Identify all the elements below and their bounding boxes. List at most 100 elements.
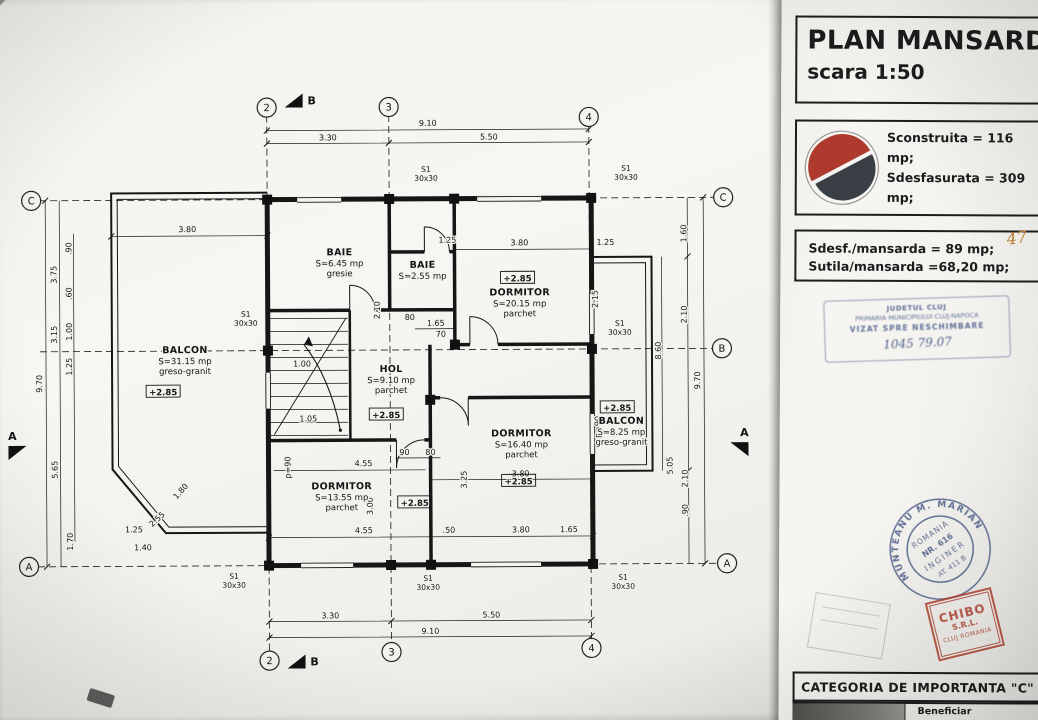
dimension-label: 3.80: [177, 224, 197, 236]
svg-text:B: B: [718, 344, 725, 355]
svg-text:S=6.45 mp: S=6.45 mp: [316, 259, 364, 269]
svg-text:A: A: [8, 430, 17, 443]
dimension-label: 3.80: [511, 524, 531, 536]
grid-axis-bubble: C: [713, 187, 734, 208]
svg-text:5.05: 5.05: [666, 457, 675, 475]
room-label: DORMITOR S=13.55 mp parchet: [310, 480, 373, 515]
svg-text:8.60: 8.60: [654, 342, 663, 360]
svg-text:C: C: [28, 196, 35, 207]
svg-text:9.70: 9.70: [35, 375, 44, 393]
svg-text:.90: .90: [681, 504, 690, 517]
svg-text:+2.85: +2.85: [149, 388, 177, 398]
svg-text:5.50: 5.50: [482, 610, 500, 619]
plan-sheet: 2 3 4 2 3 4 C A C B: [0, 0, 792, 720]
svg-text:30x30: 30x30: [614, 173, 638, 182]
svg-text:3.15: 3.15: [50, 326, 59, 344]
dimension-label: 70: [434, 328, 447, 340]
svg-text:70: 70: [436, 330, 446, 339]
svg-text:5.50: 5.50: [480, 132, 498, 141]
svg-text:+2.85: +2.85: [372, 411, 400, 421]
room-label: DORMITOR S=16.40 mp parchet: [490, 427, 553, 462]
svg-text:1.80: 1.80: [172, 482, 191, 501]
level-marker: +2.85: [368, 407, 404, 422]
grid-axis-bubble: C: [21, 190, 42, 211]
dimension-label: 5.50: [479, 131, 499, 143]
svg-text:greso-granit: greso-granit: [159, 367, 212, 377]
svg-text:+2.85: +2.85: [503, 274, 531, 284]
dimension-label: 3.15: [49, 325, 61, 345]
dimension-label: 5.50: [481, 609, 501, 621]
grid-axis-bubble: 4: [581, 637, 602, 659]
svg-text:S1: S1: [621, 164, 631, 173]
floor-plan-drawing: 2 3 4 2 3 4 C A C B: [8, 93, 749, 671]
dimension-label: 4.55: [354, 525, 374, 537]
svg-text:3.25: 3.25: [460, 471, 469, 489]
svg-text:1.25: 1.25: [596, 238, 614, 247]
section-labels: B B A A: [8, 94, 749, 668]
footer-dark-cell: [792, 703, 905, 720]
svg-text:DORMITOR: DORMITOR: [489, 287, 550, 298]
grid-axis-bubble: 2: [256, 97, 277, 118]
svg-text:1.00: 1.00: [65, 323, 74, 341]
section-label: A: [8, 430, 17, 443]
footer-row: Beneficiar: [792, 701, 1038, 720]
svg-text:90: 90: [399, 448, 409, 457]
svg-text:1.60: 1.60: [679, 225, 688, 243]
logo-dark-half: [815, 154, 887, 212]
stair-wall: [348, 310, 352, 441]
dimension-label: 3.75: [48, 265, 60, 285]
svg-text:3: 3: [385, 102, 391, 113]
svg-text:1.70: 1.70: [66, 533, 75, 551]
svg-text:2: 2: [266, 656, 272, 667]
company-logo-icon: [797, 123, 887, 212]
grid-axis-bubble: 3: [378, 96, 399, 118]
svg-text:S=8.25 mp: S=8.25 mp: [597, 428, 645, 438]
dimension-label: 1.65: [559, 524, 579, 536]
svg-text:2.55: 2.55: [148, 510, 167, 529]
level-marker: +2.85: [397, 495, 433, 510]
svg-text:9.10: 9.10: [419, 119, 437, 128]
dimension-label: 3.30: [318, 132, 338, 144]
dimension-label: 9.10: [420, 625, 440, 637]
unfolded-area-value: Sdesfasurata = 309 mp;: [886, 169, 1026, 206]
svg-text:C: C: [720, 193, 727, 204]
svg-text:B: B: [310, 655, 318, 668]
dimension-label: 1.25: [437, 234, 457, 246]
svg-text:1.25: 1.25: [125, 525, 143, 534]
level-markers: +2.85 +2.85 +2.85 +2.85 +2.85 +2.85: [145, 270, 635, 510]
svg-text:S1: S1: [241, 310, 251, 319]
svg-text:S=16.40 mp: S=16.40 mp: [495, 440, 548, 450]
faint-gray-stamp: [806, 591, 891, 660]
svg-text:BALCON: BALCON: [599, 416, 645, 427]
dimension-label: 3.25: [458, 469, 470, 489]
dimension-label: 2.10: [679, 468, 691, 488]
staircase: [269, 317, 349, 437]
svg-text:HOL: HOL: [380, 364, 403, 375]
svg-text:+2.85: +2.85: [401, 499, 429, 509]
svg-text:3.75: 3.75: [50, 266, 59, 284]
grid-axis-bubble: 3: [381, 641, 402, 663]
room-label: DORMITOR S=20.15 mp parchet: [488, 286, 551, 321]
svg-text:S1: S1: [618, 573, 628, 582]
svg-text:S=9.10 mp: S=9.10 mp: [367, 376, 415, 386]
dimension-label: 5.65: [49, 460, 61, 480]
dimension-label: .90: [680, 503, 692, 518]
svg-text:parchet: parchet: [375, 386, 408, 396]
svg-text:1.40: 1.40: [134, 543, 152, 552]
dimension-label: .50: [441, 524, 456, 536]
svg-text:3.30: 3.30: [321, 611, 339, 620]
svg-text:2.10: 2.10: [373, 301, 382, 319]
svg-text:1.25: 1.25: [65, 358, 74, 376]
svg-text:BAIE: BAIE: [410, 260, 436, 271]
svg-text:30x30: 30x30: [234, 319, 258, 328]
svg-text:S=20.15 mp: S=20.15 mp: [493, 299, 546, 309]
balcony-inner-lines: [116, 198, 648, 528]
stamp-handwriting: 1045 79.07: [882, 334, 953, 352]
svg-text:30x30: 30x30: [416, 583, 440, 592]
grid-axis-bubble: A: [18, 556, 40, 577]
svg-text:30x30: 30x30: [414, 174, 438, 183]
